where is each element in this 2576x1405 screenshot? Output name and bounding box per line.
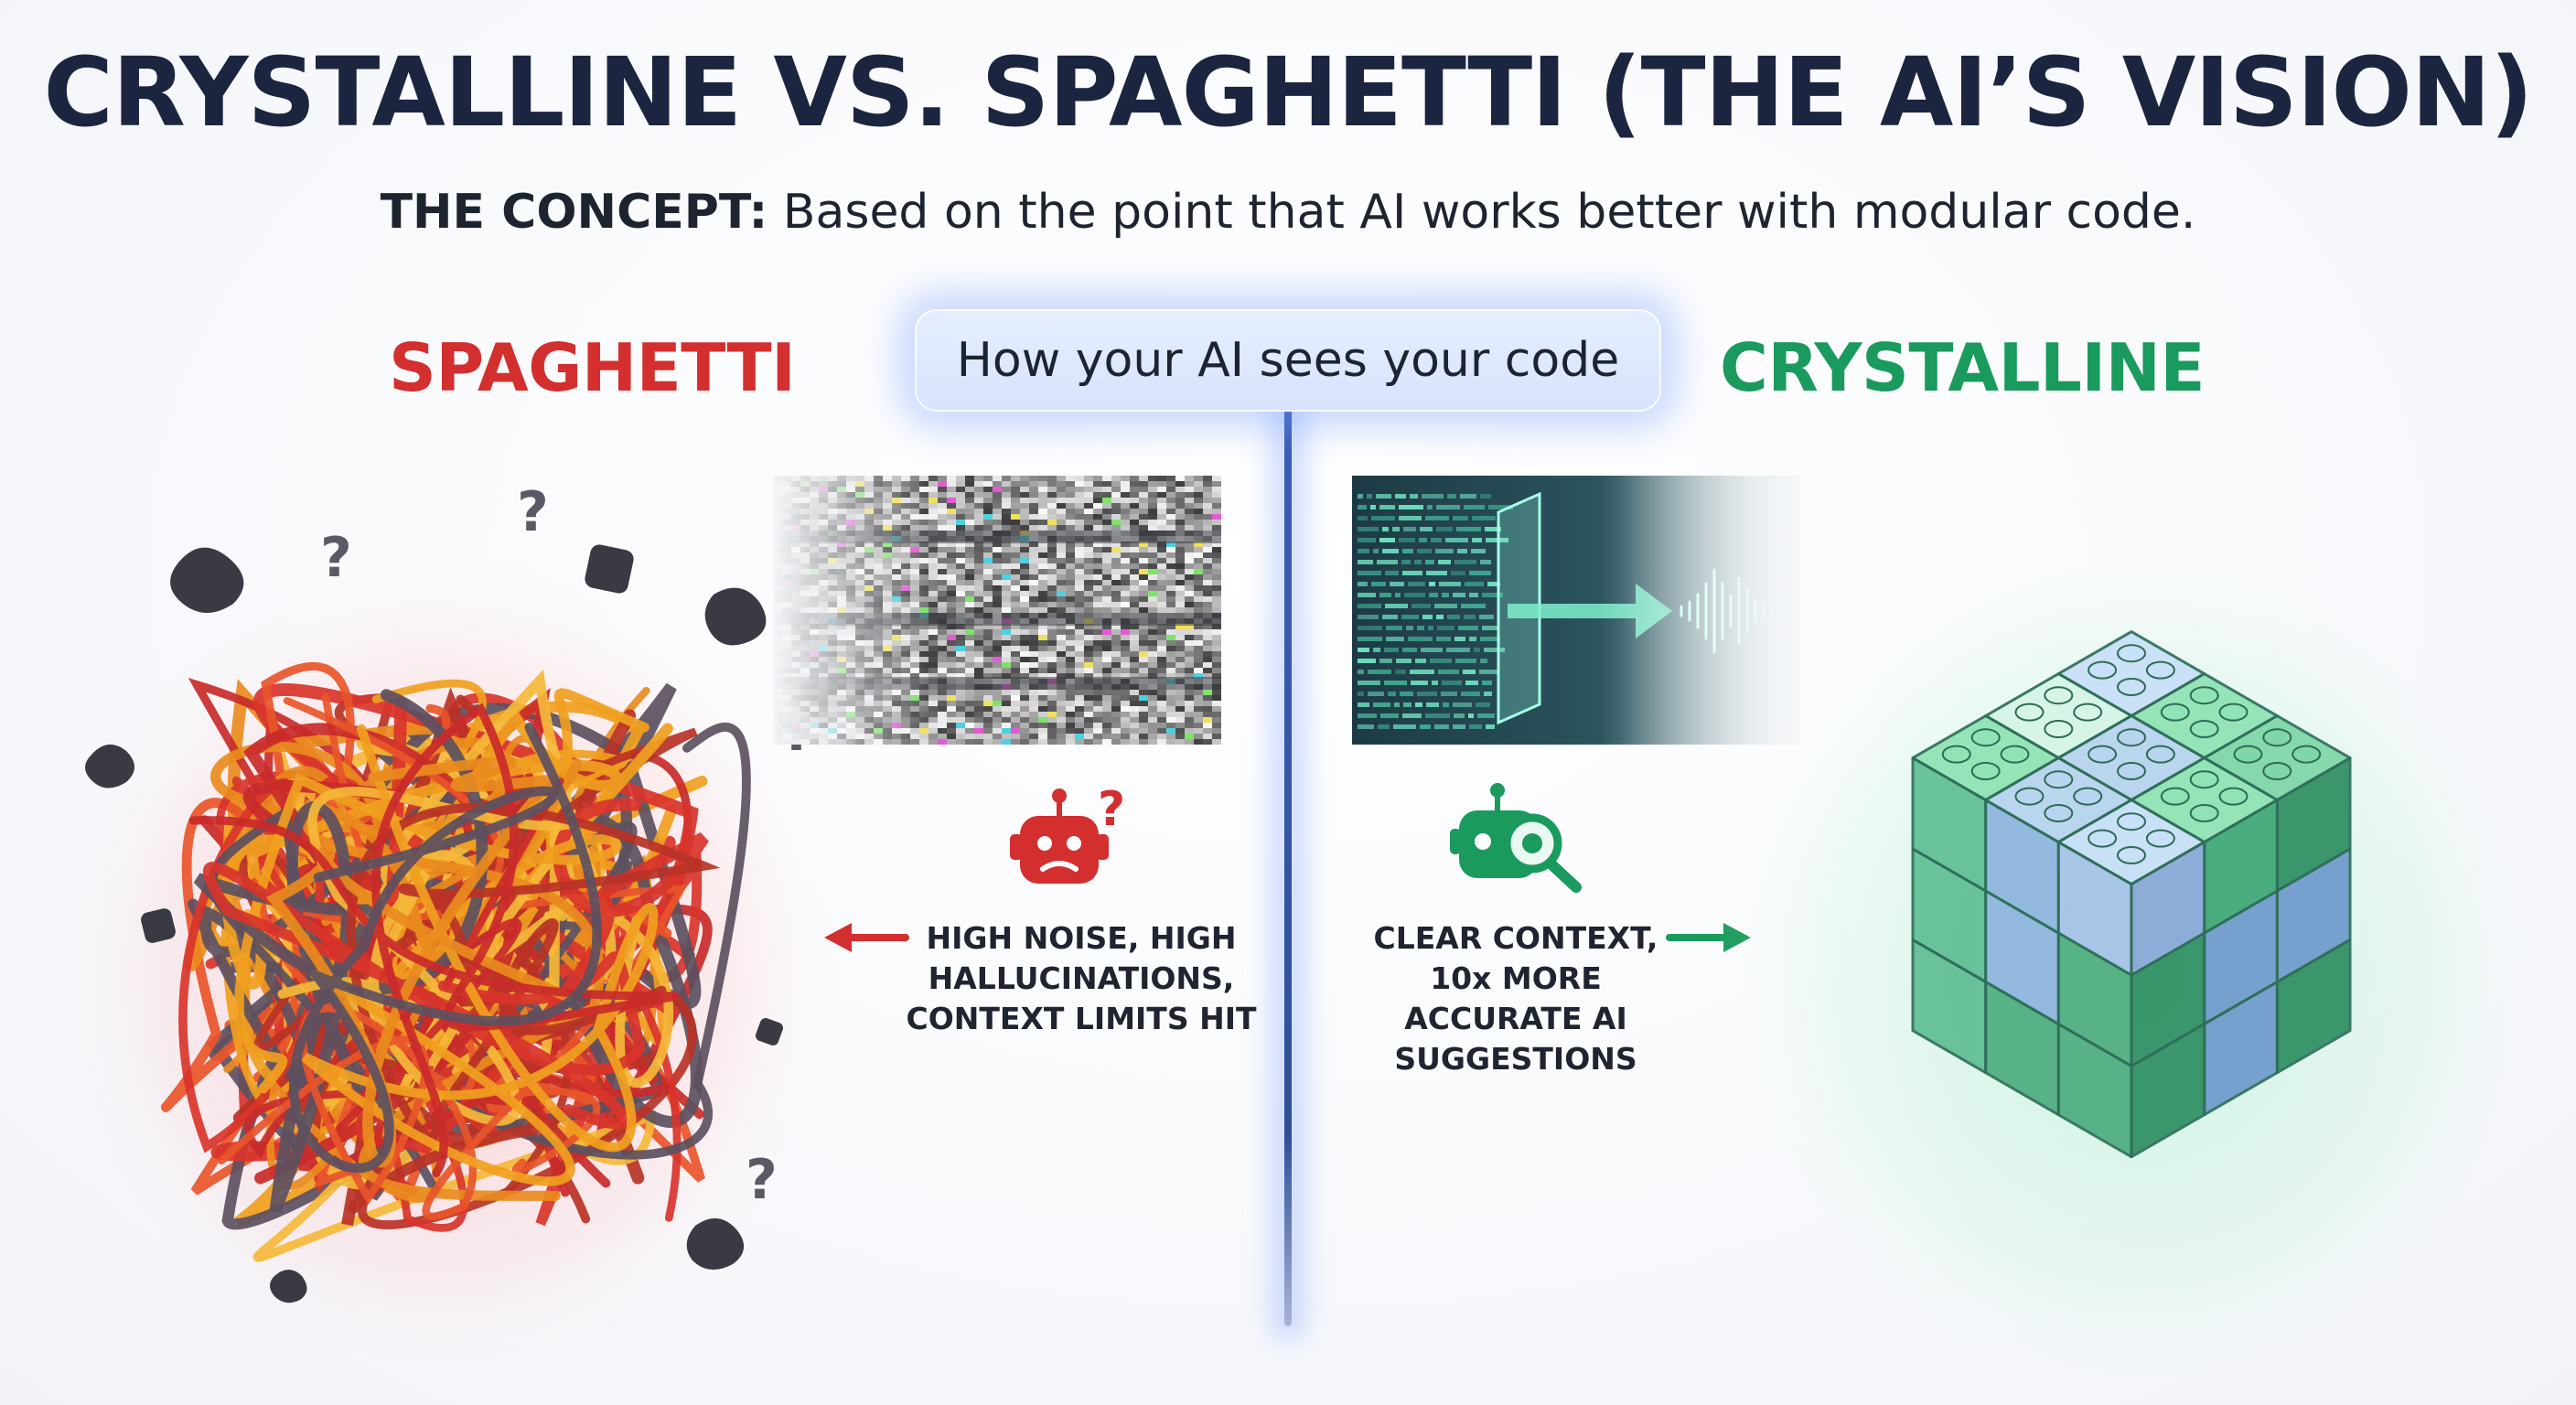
block-stud bbox=[2292, 745, 2322, 764]
spaghetti-strand bbox=[234, 688, 649, 1094]
block-stud bbox=[2044, 804, 2074, 822]
crystalline-caption: CLEAR CONTEXT, 10x MORE ACCURATE AI SUGG… bbox=[1333, 918, 1699, 1079]
block-stud bbox=[2000, 745, 2030, 764]
block-stud bbox=[2073, 702, 2103, 722]
block-stud bbox=[2044, 770, 2074, 789]
block-stud bbox=[2117, 846, 2146, 864]
block-stud bbox=[2014, 787, 2045, 806]
clear-signal-panel bbox=[1352, 476, 1800, 745]
block-face bbox=[2056, 799, 2206, 886]
block-stud bbox=[2044, 720, 2074, 738]
block-stud bbox=[2117, 644, 2146, 663]
block-stud bbox=[2014, 702, 2045, 722]
block-stud bbox=[2088, 745, 2118, 764]
spaghetti-strand bbox=[188, 702, 679, 1178]
block-stud bbox=[2218, 787, 2249, 806]
debris-blob-icon bbox=[686, 1217, 745, 1271]
crystalline-block-cube-illustration bbox=[1720, 521, 2543, 1372]
caption-line: HALLUCINATIONS, bbox=[928, 960, 1235, 996]
debris-blob-icon bbox=[85, 744, 134, 788]
block-stud bbox=[2160, 787, 2190, 806]
block-stud bbox=[2145, 660, 2175, 680]
static-noise-panel bbox=[773, 476, 1221, 745]
block-stud bbox=[2145, 829, 2175, 848]
block-stud bbox=[2117, 762, 2146, 780]
crystalline-label: CRYSTALLINE bbox=[1720, 329, 2206, 406]
question-mark-icon: ? bbox=[517, 480, 549, 544]
spaghetti-strand bbox=[346, 803, 721, 1142]
svg-text:?: ? bbox=[1098, 782, 1125, 837]
block-stud bbox=[2044, 686, 2074, 705]
block-stud bbox=[1970, 762, 2001, 780]
block-stud bbox=[2233, 745, 2263, 764]
caption-line: ACCURATE AI bbox=[1404, 1001, 1627, 1036]
block-stud bbox=[2088, 829, 2118, 848]
block-stud bbox=[2088, 660, 2118, 680]
block-stud bbox=[2117, 678, 2146, 696]
caption-line: 10x MORE bbox=[1430, 960, 1602, 996]
block-stud bbox=[2189, 686, 2219, 705]
caption-line: CONTEXT LIMITS HIT bbox=[906, 1001, 1257, 1036]
spaghetti-strand bbox=[265, 756, 574, 1168]
center-pill: How your AI sees your code bbox=[915, 309, 1661, 412]
debris-block-icon bbox=[141, 908, 176, 943]
concept-text: Based on the point that AI works better … bbox=[767, 185, 2196, 240]
block-stud bbox=[2073, 787, 2103, 806]
spaghetti-tangle-illustration: ? ? ? ? bbox=[55, 480, 842, 1363]
debris-blob-icon bbox=[170, 547, 244, 613]
block-stud bbox=[2189, 804, 2219, 822]
confused-robot-icon: ? bbox=[1010, 782, 1125, 884]
question-mark-icon: ? bbox=[746, 1148, 778, 1212]
spaghetti-strand bbox=[202, 862, 647, 1130]
block-stud bbox=[2117, 728, 2146, 747]
caption-line: HIGH NOISE, HIGH bbox=[926, 920, 1237, 956]
block-stud bbox=[2117, 812, 2146, 831]
block-stud bbox=[1970, 728, 2001, 747]
block-stud bbox=[2145, 745, 2175, 764]
block-stud bbox=[2262, 762, 2292, 780]
block-stud bbox=[2160, 702, 2190, 722]
center-divider bbox=[1284, 375, 1292, 1326]
block-stud bbox=[2218, 702, 2249, 722]
block-stud bbox=[2189, 720, 2219, 738]
question-mark-icon: ? bbox=[320, 526, 352, 590]
block-stud bbox=[2262, 728, 2292, 747]
page-title: CRYSTALLINE VS. SPAGHETTI (THE AI’S VISI… bbox=[43, 37, 2534, 148]
robot-magnifier-icon bbox=[1450, 783, 1582, 893]
spaghetti-label: SPAGHETTI bbox=[389, 329, 796, 406]
debris-blob-icon bbox=[270, 1270, 307, 1303]
block-stud bbox=[2189, 770, 2219, 789]
spaghetti-strand bbox=[289, 722, 602, 1174]
debris-blob-icon bbox=[704, 587, 767, 646]
arrow-left-icon bbox=[824, 923, 909, 952]
debris-block-icon bbox=[756, 1018, 783, 1046]
block-stud bbox=[1941, 745, 1971, 764]
debris-block-icon bbox=[585, 544, 634, 594]
spaghetti-strand bbox=[266, 820, 504, 1203]
concept-label: THE CONCEPT: bbox=[380, 185, 768, 240]
spaghetti-caption: HIGH NOISE, HIGH HALLUCINATIONS, CONTEXT… bbox=[898, 918, 1264, 1039]
caption-line: SUGGESTIONS bbox=[1394, 1041, 1637, 1077]
caption-line: CLEAR CONTEXT, bbox=[1373, 920, 1658, 956]
concept-line: THE CONCEPT: Based on the point that AI … bbox=[0, 185, 2576, 240]
